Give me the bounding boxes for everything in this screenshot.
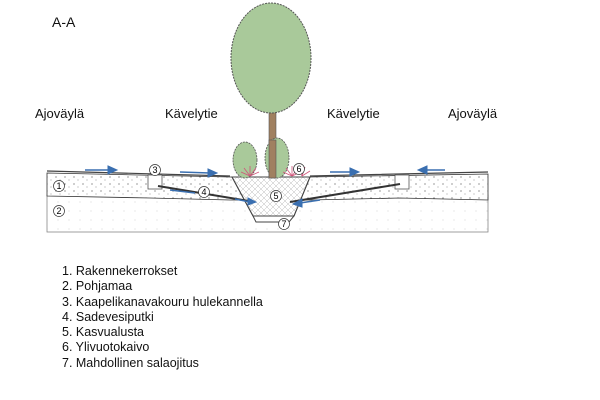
marker-6 — [293, 163, 305, 175]
marker-2-label: 2 — [56, 206, 61, 216]
marker-3 — [149, 164, 161, 176]
marker-3-label: 3 — [152, 165, 157, 175]
legend-item: 5. Kasvualusta — [62, 325, 144, 340]
marker-4 — [198, 186, 210, 198]
shrub-right — [264, 137, 290, 179]
marker-5 — [270, 190, 282, 202]
marker-6-label: 6 — [296, 164, 301, 174]
legend: 1. Rakennekerrokset 2. Pohjamaa 3. Kaape… — [62, 264, 263, 371]
water-flow-arrows — [85, 165, 445, 208]
legend-item: 7. Mahdollinen salaojitus — [62, 355, 199, 370]
legend-item: 3. Kaapelikanavakouru hulekannella — [62, 294, 263, 309]
legend-item: 2. Pohjamaa — [62, 279, 133, 294]
marker-5-label: 5 — [273, 191, 278, 201]
marker-7 — [278, 218, 290, 230]
marker-2 — [53, 205, 65, 217]
tree-canopy — [230, 2, 312, 114]
zone-label-walkway-right: Kävelytie — [327, 106, 380, 121]
section-title: A-A — [52, 14, 76, 30]
zone-label-road-right: Ajoväylä — [448, 106, 498, 121]
marker-4-label: 4 — [201, 187, 206, 197]
legend-item: 6. Ylivuotokaivo — [62, 340, 150, 355]
stormwater-pipe-right — [289, 183, 401, 203]
cable-channel-right — [394, 174, 410, 190]
zone-label-road-left: Ajoväylä — [35, 106, 85, 121]
marker-1 — [53, 180, 65, 192]
marker-1-label: 1 — [56, 181, 61, 191]
zone-label-walkway-left: Kävelytie — [165, 106, 218, 121]
legend-item: 1. Rakennekerrokset — [62, 264, 178, 278]
marker-7-label: 7 — [281, 219, 286, 229]
shrub-left — [232, 141, 258, 179]
legend-item: 4. Sadevesiputki — [62, 309, 154, 324]
